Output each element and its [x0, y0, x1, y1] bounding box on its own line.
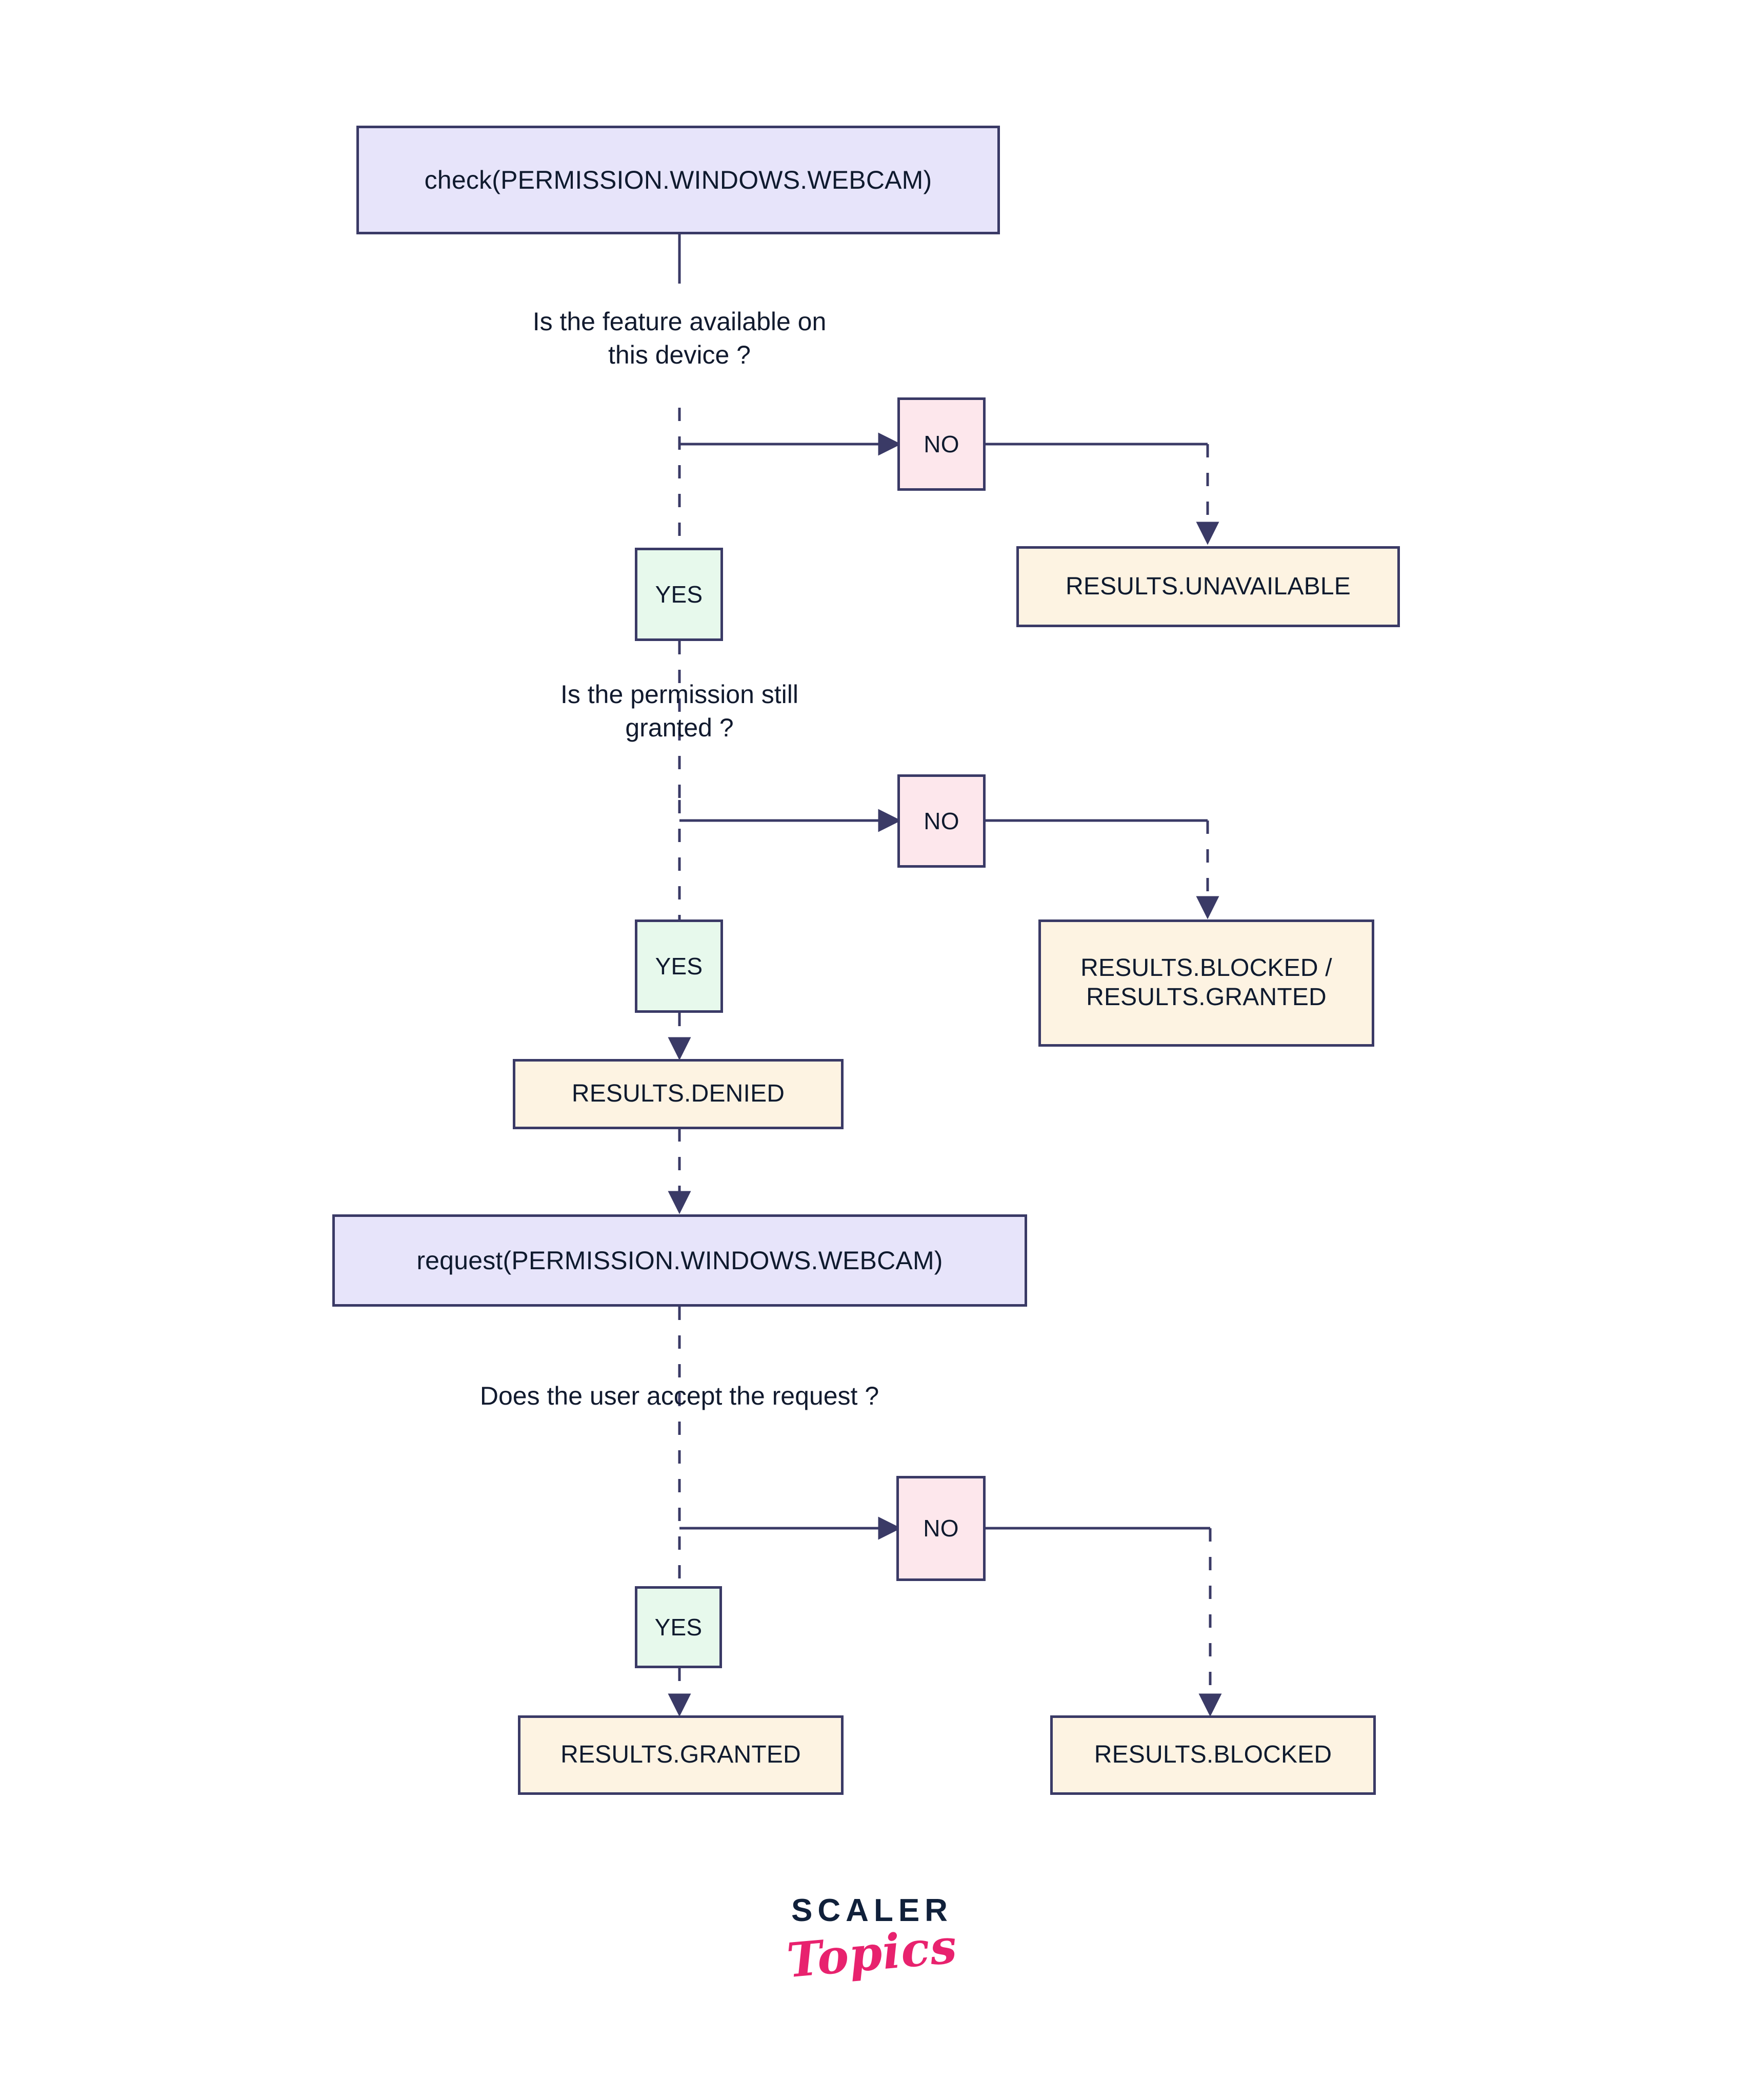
scaler-topics-logo: SCALER Topics: [0, 1892, 1744, 1988]
node-check-call[interactable]: check(PERMISSION.WINDOWS.WEBCAM): [356, 126, 1000, 234]
branch-no-2[interactable]: NO: [897, 774, 986, 868]
logo-scaler-text: SCALER: [791, 1893, 953, 1928]
branch-no-3[interactable]: NO: [896, 1476, 986, 1581]
branch-no-1[interactable]: NO: [897, 397, 986, 491]
node-result-unavailable[interactable]: RESULTS.UNAVAILABLE: [1016, 546, 1400, 627]
branch-yes-2[interactable]: YES: [635, 919, 723, 1013]
node-result-granted[interactable]: RESULTS.GRANTED: [518, 1715, 844, 1795]
branch-yes-3[interactable]: YES: [635, 1586, 722, 1668]
question-permission-granted: Is the permission still granted ?: [560, 680, 799, 742]
node-result-blocked-or-granted[interactable]: RESULTS.BLOCKED / RESULTS.GRANTED: [1038, 919, 1374, 1047]
question-feature-available: Is the feature available on this device …: [532, 307, 827, 369]
node-result-denied[interactable]: RESULTS.DENIED: [513, 1059, 844, 1129]
question-user-accept: Does the user accept the request ?: [479, 1382, 879, 1410]
node-request-call[interactable]: request(PERMISSION.WINDOWS.WEBCAM): [332, 1214, 1027, 1307]
branch-yes-1[interactable]: YES: [635, 548, 723, 641]
node-result-blocked[interactable]: RESULTS.BLOCKED: [1050, 1715, 1376, 1795]
